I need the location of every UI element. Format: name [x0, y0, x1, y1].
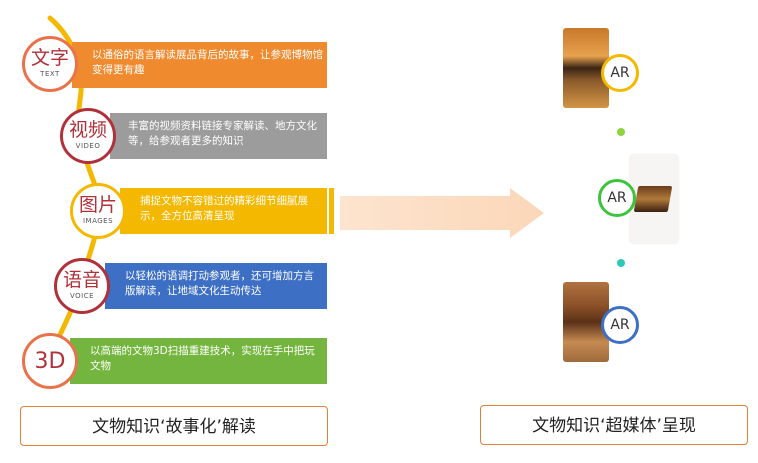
ar-icon-2: AR: [598, 179, 636, 217]
images-title: 图片: [78, 194, 117, 216]
text-subtitle: TEXT: [40, 70, 60, 78]
voice-badge: 语音 VOICE: [54, 258, 110, 314]
threed-bar: 以高端的文物3D扫描重建技术，实现在手中把玩文物: [70, 338, 327, 384]
video-badge: 视频 VIDEO: [60, 108, 116, 164]
text-description: 以通俗的语言解读展品背后的故事，让参观博物馆变得更有趣: [92, 49, 323, 76]
video-bar: 丰富的视频资料链接专家解读、地方文化等，给参观者更多的知识: [110, 113, 327, 159]
images-bar-edge: [329, 188, 334, 234]
video-subtitle: VIDEO: [75, 142, 101, 150]
text-badge: 文字 TEXT: [22, 36, 78, 92]
threed-badge: 3D: [22, 333, 78, 389]
right-arrow-icon: [340, 188, 544, 238]
voice-description: 以轻松的语调打动参观者，还可增加方言版解读，让地域文化生动传达: [125, 270, 314, 297]
images-bar: 捕捉文物不容错过的精彩细节细腻展示，全方位高清呈现: [120, 188, 327, 234]
images-description: 捕捉文物不容错过的精彩细节细腻展示，全方位高清呈现: [140, 195, 308, 222]
video-title: 视频: [68, 119, 107, 141]
threed-title: 3D: [34, 349, 66, 374]
threed-description: 以高端的文物3D扫描重建技术，实现在手中把玩文物: [90, 345, 315, 372]
connector-dot-green: [617, 128, 625, 136]
voice-bar: 以轻松的语调打动参观者，还可增加方言版解读，让地域文化生动传达: [105, 263, 327, 309]
text-bar: 以通俗的语言解读展品背后的故事，让参观博物馆变得更有趣: [72, 42, 327, 88]
ar-icon-3: AR: [601, 306, 639, 344]
ar-icon-1: AR: [601, 54, 639, 92]
left-caption: 文物知识‘故事化’解读: [20, 406, 328, 446]
voice-title: 语音: [62, 269, 101, 291]
text-title: 文字: [30, 47, 69, 69]
images-badge: 图片 IMAGES: [70, 183, 126, 239]
artifact-model-3d: [633, 186, 673, 212]
images-subtitle: IMAGES: [82, 217, 114, 225]
connector-dot-teal: [617, 259, 625, 267]
video-description: 丰富的视频资料链接专家解读、地方文化等，给参观者更多的知识: [128, 120, 317, 147]
voice-subtitle: VOICE: [69, 292, 95, 300]
right-caption: 文物知识‘超媒体’呈现: [480, 405, 748, 445]
